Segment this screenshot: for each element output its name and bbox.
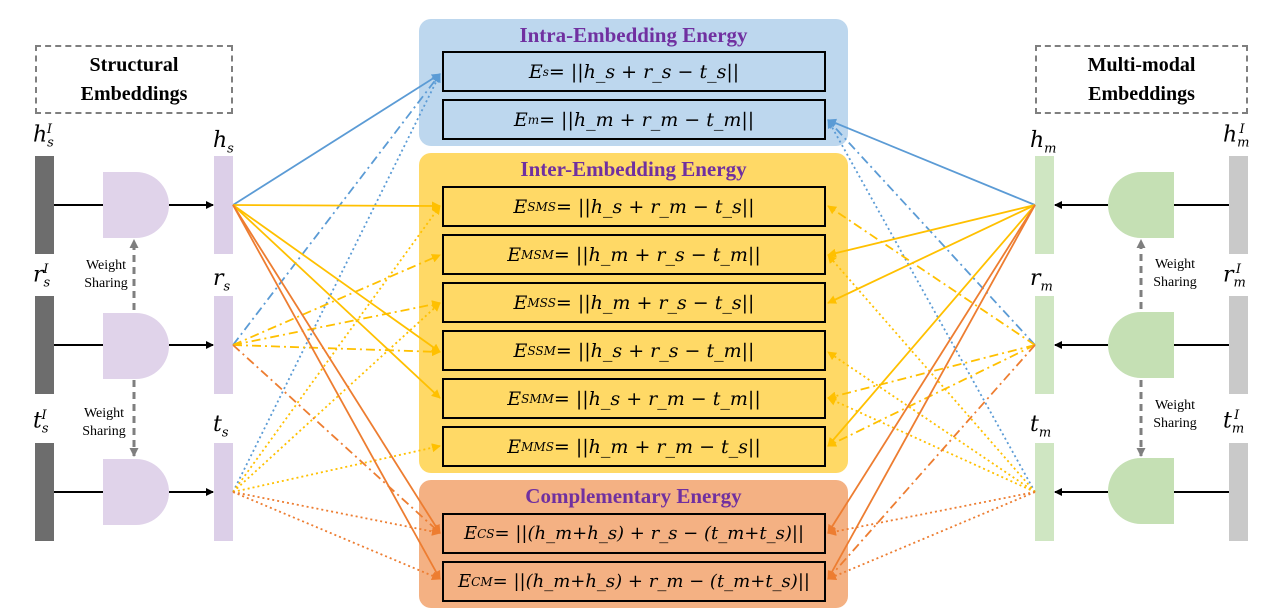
multimodal-encoder-gate [1108, 458, 1174, 524]
structural-encoder-gate [103, 172, 169, 238]
head-multimodal-input-label: hmI [1223, 122, 1250, 151]
relation-multimodal-output-label: rm [1030, 266, 1053, 295]
structural-encoder-gate [103, 313, 169, 379]
multimodal-input-bar [1229, 156, 1248, 254]
multimodal-output-bar [1035, 296, 1054, 394]
structural-pipeline-arrows [54, 201, 214, 496]
intra-energy-links [232, 73, 1036, 493]
tail-multimodal-output-label: tm [1030, 412, 1052, 441]
inter-embedding-panel [419, 153, 848, 473]
multimodal-pipeline-arrows [1054, 201, 1229, 496]
weight-sharing-label: Weight Sharing [77, 257, 135, 293]
complementary-panel [419, 480, 848, 608]
structural-input-bar [35, 156, 54, 254]
weight-sharing-label: Weight Sharing [75, 405, 133, 441]
multimodal-output-bar [1035, 443, 1054, 541]
complementary-energy-links [232, 204, 1036, 581]
multimodal-input-bar [1229, 296, 1248, 394]
structural-output-bar [214, 443, 233, 541]
multimodal-encoder-gate [1108, 312, 1174, 378]
tail-multimodal-input-label: tmI [1223, 408, 1245, 437]
intra-embedding-panel [419, 19, 848, 146]
head-structural-output-label: hs [213, 128, 234, 157]
relation-structural-output-label: rs [213, 266, 231, 295]
intra-embedding-title: Intra-Embedding Energy [519, 23, 748, 47]
weight-sharing-arrows [129, 239, 1146, 457]
multimodal-input-bar [1229, 443, 1248, 541]
head-structural-input-label: hsI [33, 122, 54, 151]
structural-output-bar [214, 296, 233, 394]
inter-embedding-title: Inter-Embedding Energy [520, 157, 747, 181]
inter-energy-links-multimodal [827, 204, 1036, 493]
multimodal-encoder-gate [1108, 172, 1174, 238]
structural-input-bar [35, 443, 54, 541]
structural-input-bar [35, 296, 54, 394]
relation-multimodal-input-label: rmI [1223, 262, 1246, 291]
structural-output-bar [214, 156, 233, 254]
head-multimodal-output-label: hm [1030, 128, 1057, 157]
structural-encoder-gate [103, 459, 169, 525]
relation-structural-input-label: rsI [33, 262, 51, 291]
complementary-title: Complementary Energy [525, 484, 742, 508]
tail-structural-output-label: ts [213, 412, 229, 441]
multimodal-output-bar [1035, 156, 1054, 254]
weight-sharing-label: Weight Sharing [1146, 397, 1204, 433]
inter-energy-links-structural [232, 201, 441, 493]
weight-sharing-label: Weight Sharing [1146, 256, 1204, 292]
tail-structural-input-label: tsI [33, 408, 49, 437]
